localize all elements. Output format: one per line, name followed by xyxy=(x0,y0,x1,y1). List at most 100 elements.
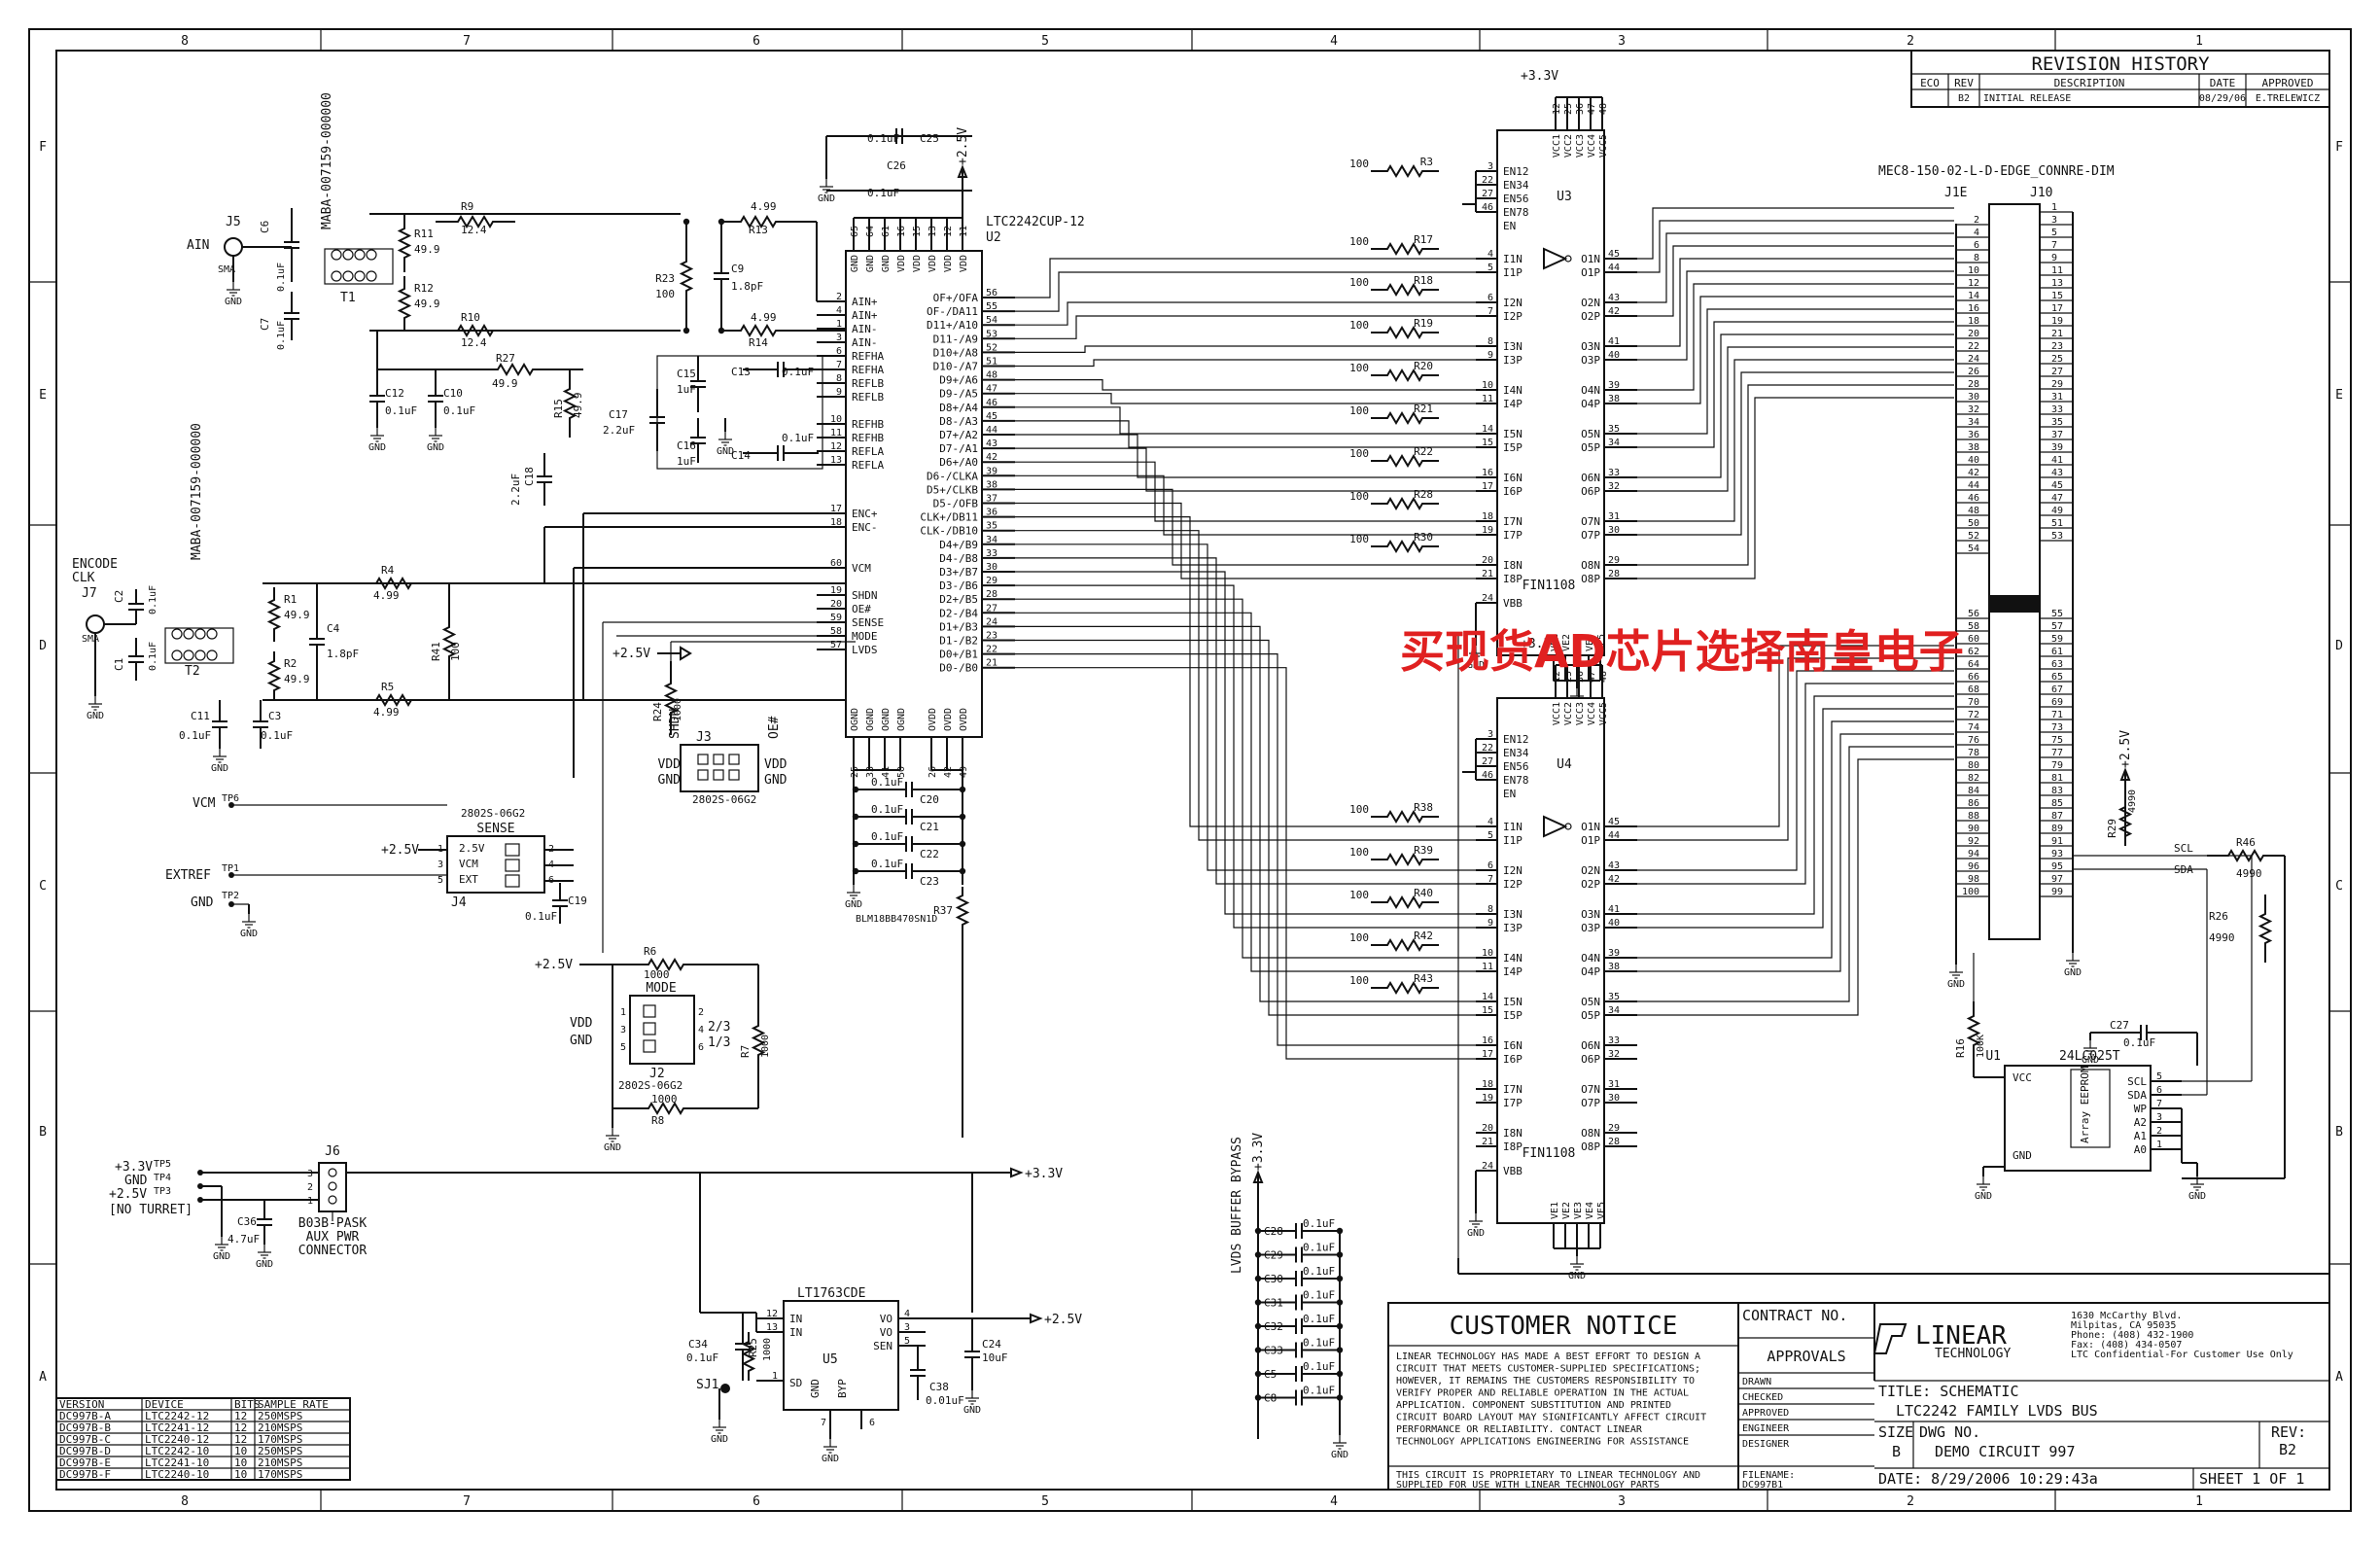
buffer-pin-num: 3 xyxy=(1488,729,1493,740)
cap-ref: C29 xyxy=(1264,1249,1283,1262)
eeprom-pin-num: 2 xyxy=(2156,1126,2162,1137)
adc-pin-name: REFHB xyxy=(852,432,884,444)
bus-line xyxy=(1637,283,1954,391)
connector-pin-num: 93 xyxy=(2051,849,2063,860)
adc-pin-num: 25 xyxy=(850,766,860,778)
connector-pin-num: 21 xyxy=(2051,329,2063,339)
cap-value: 0.1uF xyxy=(686,1351,718,1364)
buffer-pin-num: 36 xyxy=(1575,103,1586,115)
buffer-pin-name: I7N xyxy=(1503,1083,1522,1096)
buffer-pin-num: 28 xyxy=(1608,569,1620,579)
adc-pin-name: D10-/A7 xyxy=(933,361,978,373)
buffer-pin-num: 7 xyxy=(1488,306,1493,317)
bypass-supply-arrow: +3.3V xyxy=(1251,1133,1266,1200)
bus-line xyxy=(1015,359,1476,368)
junction-dot xyxy=(682,327,690,334)
adc-pin-name: D5-/OFB xyxy=(933,498,979,510)
version-cell: DC997B-F xyxy=(59,1468,111,1481)
reg-pin-num: 7 xyxy=(821,1418,826,1428)
version-cell: 210MSPS xyxy=(258,1456,302,1469)
adc-pin-name: D6-/CLKA xyxy=(927,470,978,482)
cap-ref: C28 xyxy=(1264,1225,1283,1238)
wire xyxy=(2119,767,2131,781)
eeprom-array-box xyxy=(2070,1069,2111,1148)
supply-label: +2.5V xyxy=(612,647,650,661)
supply-label: +2.5V xyxy=(2118,730,2133,768)
buffer-pin-name: O8P xyxy=(1581,573,1600,585)
buffer-pin-num: 40 xyxy=(1608,350,1620,361)
cap-value: 0.1uF xyxy=(1303,1289,1335,1302)
res-value: 4.99 xyxy=(751,200,777,213)
buffer-pin-name: O2P xyxy=(1581,310,1600,323)
cap-value: 1.8pF xyxy=(327,648,359,660)
coil xyxy=(183,628,194,640)
eeprom-pin-num: 6 xyxy=(2156,1085,2162,1096)
termination-resistor xyxy=(1371,497,1439,510)
ground-symbol: GND xyxy=(1467,1213,1485,1239)
adc-pin-num: 65 xyxy=(850,226,860,237)
res-value: 100 xyxy=(1349,490,1369,503)
adc-pin-num: 45 xyxy=(986,411,998,422)
bus-line xyxy=(1637,220,1954,273)
approval-role: DRAWN xyxy=(1742,1377,1771,1387)
address-line: Milpitas, CA 95035 xyxy=(2071,1320,2176,1331)
junction-dot xyxy=(1254,1394,1262,1401)
buffer-pin-num: 48 xyxy=(1598,103,1609,115)
cap-c7 xyxy=(284,292,299,340)
adc-pin-num: 47 xyxy=(986,384,998,395)
buffer-pin-name: I4P xyxy=(1503,965,1522,978)
bus-line xyxy=(1637,346,1954,492)
res-value: 100 xyxy=(1349,404,1369,417)
adc-pin-name: D1+/B3 xyxy=(939,620,978,633)
bypass-cap xyxy=(1258,1366,1340,1382)
bus-line xyxy=(1015,434,1476,478)
gnd-label: GND xyxy=(1568,1271,1586,1281)
connector-pin-num: 56 xyxy=(1968,609,1979,619)
border-col-label: 8 xyxy=(181,34,189,49)
adc-pin-num: 60 xyxy=(830,558,842,569)
adc-pin-num: 61 xyxy=(881,226,892,237)
res-value: 100 xyxy=(1349,276,1369,289)
filename-value: DC997B1 xyxy=(1742,1480,1783,1491)
jumper-pin-num: 5 xyxy=(620,1042,626,1053)
buffer-pin-name: O7N xyxy=(1581,1083,1600,1096)
connector-pin-num: 19 xyxy=(2051,316,2063,327)
aux-pin xyxy=(328,1181,337,1191)
cap-ref: C20 xyxy=(920,793,939,806)
buffer-pin-num: 43 xyxy=(1608,860,1620,871)
wire xyxy=(1252,1170,1264,1183)
adc-pin-name: D3-/B6 xyxy=(939,579,978,592)
buffer-pin-num: 33 xyxy=(1608,1035,1620,1046)
connector-pin-num: 82 xyxy=(1968,773,1979,784)
buffer-pin-name: I6P xyxy=(1503,1053,1522,1066)
cap-ref: C4 xyxy=(327,622,340,635)
ground-symbol: GND xyxy=(2082,1040,2099,1066)
gnd-label: GND xyxy=(822,1454,839,1464)
buffer-pin-name: O7P xyxy=(1581,529,1600,542)
res-r6 xyxy=(612,958,719,971)
buffer-pin-num: 5 xyxy=(1488,830,1493,841)
pullup-r46 xyxy=(2207,849,2285,862)
buffer-pin-name: VE2 xyxy=(1561,1202,1572,1219)
res-r12 xyxy=(397,276,412,331)
notice-line: LINEAR TECHNOLOGY HAS MADE A BEST EFFORT… xyxy=(1396,1351,1700,1362)
buffer-pin-name: O1N xyxy=(1581,821,1600,833)
cap-value: 0.1uF xyxy=(782,432,814,444)
buffer-pin-num: 38 xyxy=(1608,394,1620,404)
cap-ref: C23 xyxy=(920,875,939,888)
border-col-label: 7 xyxy=(463,1494,471,1509)
adc-pin-name: LVDS xyxy=(852,644,878,656)
res-value: BLM18BB470SN1D xyxy=(856,914,937,925)
connector-pin-num: 2 xyxy=(1974,215,1979,226)
aux-ref: J6 xyxy=(325,1144,340,1159)
adc-pin-name: D8-/A3 xyxy=(939,415,978,428)
buffer-pin-num: 46 xyxy=(1482,202,1493,213)
wire xyxy=(719,215,797,228)
buffer-pin-name: O3N xyxy=(1581,908,1600,921)
buffer-pin-name: O7N xyxy=(1581,515,1600,528)
buffer-triangle xyxy=(1543,815,1568,838)
jumper-pin-num: 4 xyxy=(698,1025,704,1035)
buffer-pin-num: 9 xyxy=(1488,918,1493,929)
wire xyxy=(397,276,412,331)
